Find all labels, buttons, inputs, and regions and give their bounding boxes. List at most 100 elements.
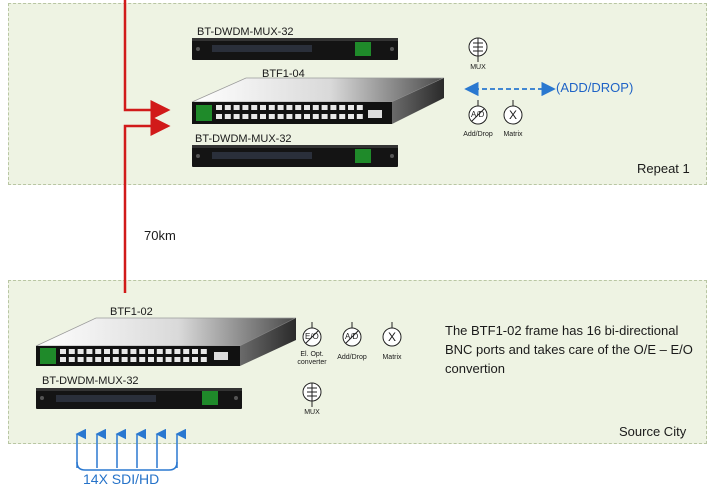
bnc-port bbox=[216, 114, 222, 119]
bnc-port bbox=[174, 349, 181, 354]
bnc-port bbox=[260, 105, 266, 110]
source-mux-symbol-label: MUX bbox=[304, 409, 320, 416]
source-el-opt-label: El. Opt. converter bbox=[297, 351, 327, 366]
bnc-port bbox=[295, 114, 302, 119]
bnc-port bbox=[356, 105, 363, 110]
add-drop-label: (ADD/DROP) bbox=[556, 80, 634, 95]
repeat-mux-bottom-label: BT-DWDM-MUX-32 bbox=[195, 133, 292, 145]
bnc-port bbox=[77, 349, 84, 354]
bnc-port bbox=[130, 357, 137, 362]
bnc-port bbox=[165, 357, 172, 362]
bnc-port bbox=[183, 349, 190, 354]
bnc-port bbox=[192, 349, 198, 354]
bnc-port bbox=[268, 114, 275, 119]
source-ad-glyph: A/D bbox=[345, 332, 359, 341]
bnc-port bbox=[356, 114, 363, 119]
bnc-port bbox=[321, 114, 328, 119]
source-x-glyph: X bbox=[388, 330, 397, 344]
bnc-port bbox=[216, 105, 222, 110]
repeat-mux-top-device bbox=[192, 38, 398, 60]
source-eo-glyph: E/O bbox=[305, 332, 319, 341]
bnc-port bbox=[95, 349, 102, 354]
source-add-drop-symbol bbox=[342, 322, 362, 347]
bnc-port bbox=[112, 357, 119, 362]
source-add-drop-label: Add/Drop bbox=[337, 354, 367, 361]
bnc-port bbox=[200, 349, 207, 354]
bnc-port bbox=[277, 105, 284, 110]
bnc-port bbox=[348, 105, 354, 110]
bnc-port bbox=[68, 349, 75, 354]
bnc-port bbox=[295, 105, 302, 110]
source-frame-label: BTF1-02 bbox=[110, 306, 153, 318]
bnc-port bbox=[348, 114, 354, 119]
bnc-port bbox=[139, 357, 146, 362]
bnc-port bbox=[330, 114, 337, 119]
bnc-port bbox=[312, 114, 319, 119]
bnc-port bbox=[251, 105, 258, 110]
bnc-port bbox=[321, 105, 328, 110]
repeat-add-drop-label: Add/Drop bbox=[463, 131, 493, 138]
source-mux-device bbox=[36, 388, 242, 409]
bnc-port bbox=[121, 357, 128, 362]
bnc-port bbox=[77, 357, 84, 362]
bnc-port bbox=[104, 357, 110, 362]
repeat-zone-name: Repeat 1 bbox=[637, 161, 690, 176]
bnc-port bbox=[339, 114, 346, 119]
bnc-port bbox=[200, 357, 207, 362]
bnc-port bbox=[156, 357, 163, 362]
sdi-inputs-label: 14X SDI/HD bbox=[83, 471, 160, 487]
sdi-input-arrows bbox=[75, 428, 186, 471]
repeat-mux-top-label: BT-DWDM-MUX-32 bbox=[197, 26, 294, 38]
bnc-port bbox=[165, 349, 172, 354]
repeat-mux-symbol-label: MUX bbox=[470, 64, 486, 71]
bnc-port bbox=[121, 349, 128, 354]
bnc-port bbox=[192, 357, 198, 362]
repeat-frame-device bbox=[191, 77, 445, 124]
bnc-port bbox=[86, 357, 93, 362]
bnc-port bbox=[68, 357, 75, 362]
bnc-port bbox=[112, 349, 119, 354]
bnc-port bbox=[148, 357, 154, 362]
source-mux-label: BT-DWDM-MUX-32 bbox=[42, 375, 139, 387]
source-el-opt-symbol bbox=[302, 322, 322, 347]
repeat-add-drop-symbol bbox=[468, 100, 488, 125]
source-matrix-symbol bbox=[382, 322, 402, 347]
bnc-port bbox=[242, 105, 249, 110]
bnc-port bbox=[174, 357, 181, 362]
bnc-port bbox=[260, 114, 266, 119]
source-mux-symbol bbox=[302, 382, 322, 407]
distance-label: 70km bbox=[144, 228, 176, 243]
bnc-port bbox=[95, 357, 102, 362]
source-matrix-label: Matrix bbox=[382, 354, 402, 361]
bnc-port bbox=[304, 105, 310, 110]
source-zone-name: Source City bbox=[619, 424, 687, 439]
bnc-port bbox=[242, 114, 249, 119]
repeat-mux-symbol bbox=[468, 37, 488, 62]
source-frame-device bbox=[35, 317, 297, 366]
repeat-frame-label: BTF1-04 bbox=[262, 68, 305, 80]
bnc-port bbox=[224, 114, 231, 119]
repeat-mux-bottom-device bbox=[192, 145, 398, 167]
repeat-ad-glyph: A/D bbox=[471, 110, 485, 119]
bnc-port bbox=[286, 114, 293, 119]
repeat-matrix-symbol bbox=[503, 100, 523, 125]
bnc-port bbox=[86, 349, 93, 354]
bnc-port bbox=[312, 105, 319, 110]
bnc-port bbox=[60, 357, 66, 362]
bnc-port bbox=[156, 349, 163, 354]
repeat-x-glyph: X bbox=[509, 108, 518, 122]
bnc-port bbox=[183, 357, 190, 362]
repeat-matrix-label: Matrix bbox=[503, 131, 523, 138]
bnc-port bbox=[130, 349, 137, 354]
bnc-port bbox=[268, 105, 275, 110]
bnc-port bbox=[224, 105, 231, 110]
bnc-port bbox=[104, 349, 110, 354]
bnc-port bbox=[277, 114, 284, 119]
fiber-link bbox=[123, 0, 171, 293]
bnc-port bbox=[330, 105, 337, 110]
bnc-port bbox=[60, 349, 66, 354]
bnc-port bbox=[233, 114, 240, 119]
frame-description: The BTF1-02 frame has 16 bi-directional … bbox=[445, 323, 693, 376]
bnc-port bbox=[339, 105, 346, 110]
